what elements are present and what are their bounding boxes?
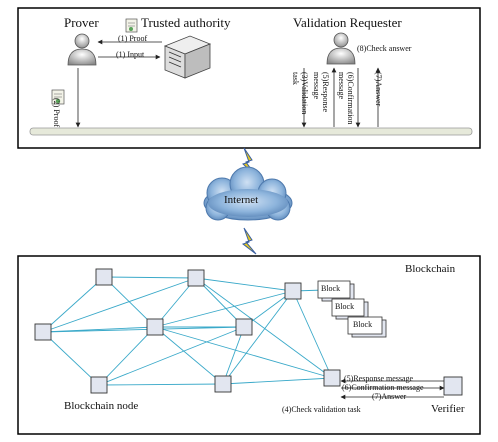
verifier-node bbox=[443, 376, 463, 396]
validation-requester-person-icon bbox=[326, 32, 356, 65]
blockchain-node bbox=[146, 318, 164, 336]
blockchain-nodes bbox=[34, 268, 463, 396]
block-label: Block bbox=[335, 302, 355, 311]
blockchain-node bbox=[34, 323, 52, 341]
block-stack bbox=[317, 280, 387, 338]
input-arrow-label: (1) Input bbox=[116, 50, 145, 59]
validation-requester-label: Validation Requester bbox=[293, 15, 402, 30]
server-icon bbox=[163, 35, 212, 79]
proof-down-label: (2) Proof bbox=[52, 98, 61, 128]
confirmation-message-label: (6)Confirmation message bbox=[337, 72, 355, 125]
blockchain-edges bbox=[42, 276, 333, 386]
block-label: Block bbox=[353, 320, 373, 329]
internet-cloud bbox=[203, 166, 293, 221]
blockchain-node-label: Blockchain node bbox=[64, 400, 139, 412]
lightning-bolt-icon bbox=[241, 227, 257, 255]
blockchain-node bbox=[214, 375, 232, 393]
blockchain-node bbox=[323, 369, 341, 387]
validation-task-label: (3)Validation task bbox=[291, 72, 309, 115]
proof-arrow-label: (1) Proof bbox=[118, 34, 148, 43]
blockchain-node bbox=[90, 376, 108, 394]
prover-person-icon bbox=[67, 33, 97, 66]
verifier-answer-label: (7)Answer bbox=[372, 392, 407, 401]
prover-label: Prover bbox=[64, 15, 99, 30]
blockchain-node bbox=[95, 268, 113, 286]
proof-certificate-icon bbox=[51, 89, 65, 105]
verifier-label: Verifier bbox=[431, 403, 465, 415]
verifier-response-label: (5)Response message bbox=[344, 374, 414, 383]
check-answer-label: (8)Check answer bbox=[357, 44, 412, 53]
verifier-confirmation-label: (6)Confirmation message bbox=[342, 383, 424, 392]
network-bus bbox=[29, 127, 473, 136]
trusted-authority-label: Trusted authority bbox=[141, 15, 231, 30]
internet-label: Internet bbox=[224, 194, 259, 206]
blockchain-label: Blockchain bbox=[405, 263, 456, 275]
check-validation-task-label: (4)Check validation task bbox=[282, 405, 361, 414]
answer-label: (7)Answer bbox=[374, 72, 383, 107]
blockchain-node bbox=[187, 269, 205, 287]
blockchain-node bbox=[235, 318, 253, 336]
blockchain-node bbox=[284, 282, 302, 300]
response-message-label: (5)Response message bbox=[312, 72, 330, 112]
certificate-icon bbox=[125, 18, 138, 33]
top-panel bbox=[17, 7, 481, 149]
block-label: Block bbox=[321, 284, 341, 293]
